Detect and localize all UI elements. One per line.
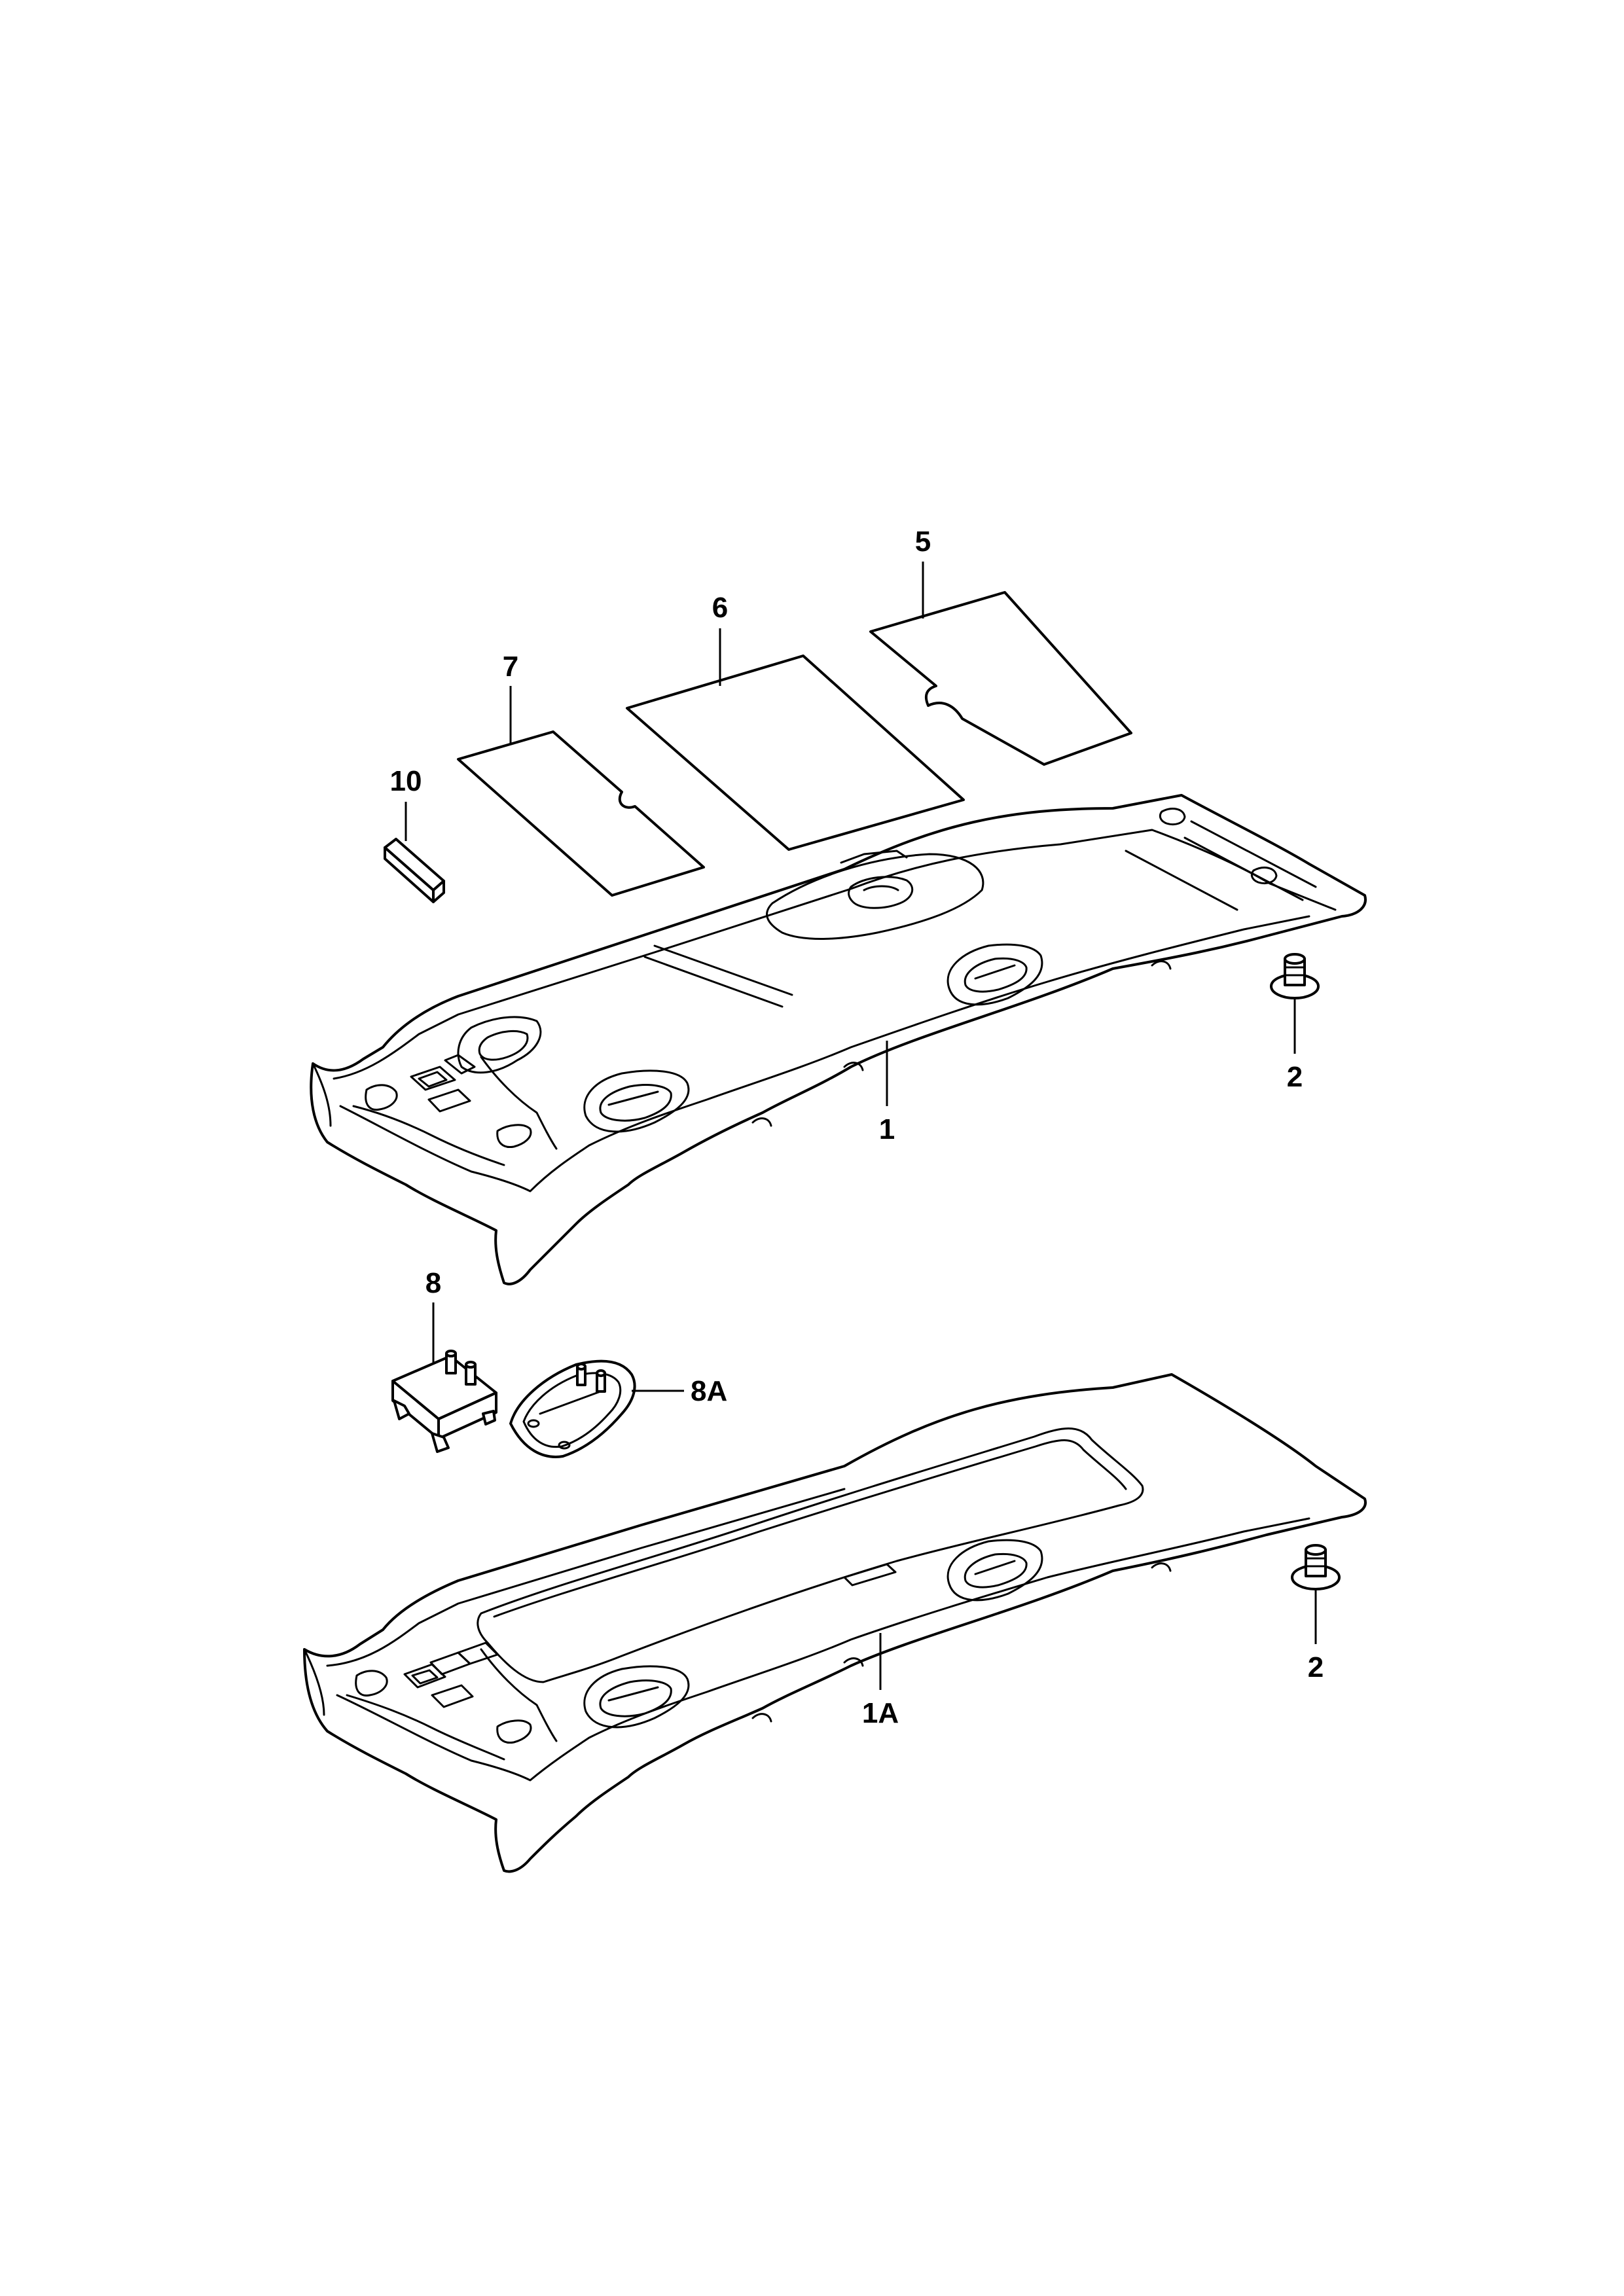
- part-1a-headliner-sunroof: [303, 1373, 1367, 1873]
- part-8a-cover-plate: [509, 1359, 636, 1458]
- callout-8a: 8A: [691, 1375, 727, 1407]
- part-2-clip-lower: [1291, 1544, 1341, 1590]
- part-7-pad: [457, 730, 705, 897]
- part-1-headliner: [310, 794, 1367, 1285]
- callout-2-upper: 2: [1287, 1061, 1303, 1093]
- part-6-pad: [626, 655, 965, 851]
- callout-5: 5: [915, 526, 931, 558]
- part-5-pad: [869, 591, 1132, 766]
- callout-10: 10: [390, 765, 422, 797]
- callout-7: 7: [503, 651, 518, 683]
- callout-8: 8: [425, 1267, 441, 1299]
- callout-1: 1: [879, 1113, 895, 1145]
- part-10-block: [384, 838, 445, 903]
- callout-2-lower: 2: [1308, 1651, 1324, 1683]
- callout-1a: 1A: [862, 1697, 899, 1729]
- callout-6: 6: [712, 592, 728, 624]
- part-2-clip-upper: [1270, 953, 1320, 999]
- part-8-light-unit: [391, 1350, 497, 1453]
